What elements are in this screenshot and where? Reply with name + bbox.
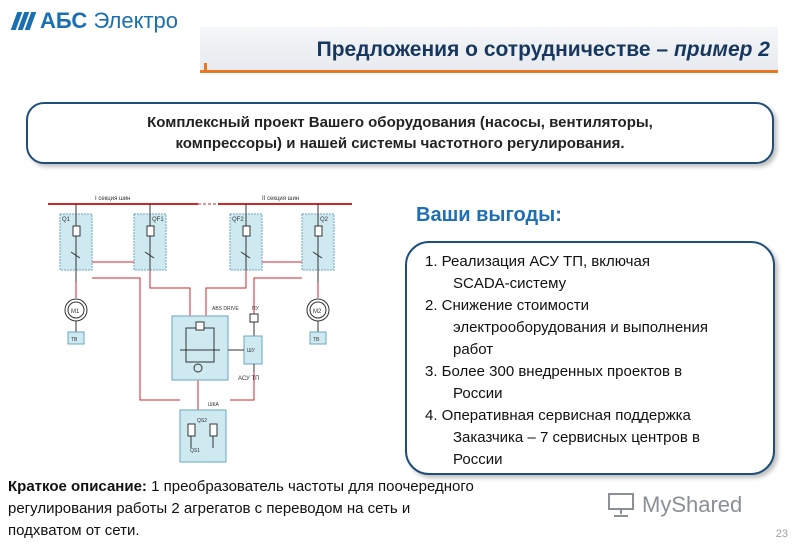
summary-text: Комплексный проект Вашего оборудования (… [147, 114, 653, 152]
svg-text:QS1: QS1 [190, 448, 200, 454]
cabinet-shka: ШКА QS2 QS1 [179, 402, 227, 463]
description-label: Краткое описание: [8, 478, 147, 495]
presentation-icon [608, 493, 634, 517]
svg-text:ТВ: ТВ [313, 337, 320, 343]
title-bar: Предложения о сотрудничестве – пример 2 [200, 27, 778, 73]
cabinet-qf1: QF1 [133, 204, 167, 271]
watermark: MyShared [606, 492, 742, 518]
svg-text:ТВ: ТВ [71, 337, 78, 343]
page-title: Предложения о сотрудничестве – пример 2 [316, 38, 770, 61]
watermark-text: MyShared [642, 492, 743, 517]
electrical-schematic: I секция шин II секция шин Q1 QF1 QF2 Q2 [48, 196, 352, 463]
bus2-label: II секция шин [262, 196, 299, 202]
svg-text:Q2: Q2 [320, 217, 329, 223]
cabinet-qf2: QF2 [229, 204, 263, 271]
motor-m1: М1 ТВ [64, 298, 88, 345]
cabinet-q1: Q1 [59, 204, 93, 282]
brand-logo: АБС Электро [10, 8, 178, 34]
short-description: Краткое описание: 1 преобразователь част… [8, 478, 474, 539]
motor-m2: М2 ТВ [306, 298, 330, 345]
svg-text:QF1: QF1 [152, 217, 164, 223]
svg-text:ПУ: ПУ [252, 306, 260, 312]
brand-name: АБС Электро [40, 8, 179, 33]
summary-box: Комплексный проект Вашего оборудования (… [26, 102, 774, 164]
page-number: 23 [775, 528, 788, 540]
cabinet-q2: Q2 [301, 204, 335, 282]
svg-text:ШУ: ШУ [247, 348, 256, 354]
svg-text:ШКА: ШКА [208, 402, 219, 408]
svg-text:QF2: QF2 [232, 217, 244, 223]
svg-text:Q1: Q1 [62, 217, 71, 223]
logo-mark-icon [10, 10, 37, 32]
svg-text:М1: М1 [71, 309, 80, 315]
drive-cabinet: ABS DRIVE [171, 306, 239, 381]
svg-text:М2: М2 [313, 309, 322, 315]
bus1-label: I секция шин [95, 196, 130, 202]
svg-text:ABS DRIVE: ABS DRIVE [212, 306, 239, 312]
svg-text:АСУ ТП: АСУ ТП [238, 376, 259, 382]
control-panel: ПУ ШУ АСУ ТП [228, 306, 263, 382]
svg-text:QS2: QS2 [197, 418, 207, 424]
benefits-heading: Ваши выгоды: [416, 204, 562, 226]
